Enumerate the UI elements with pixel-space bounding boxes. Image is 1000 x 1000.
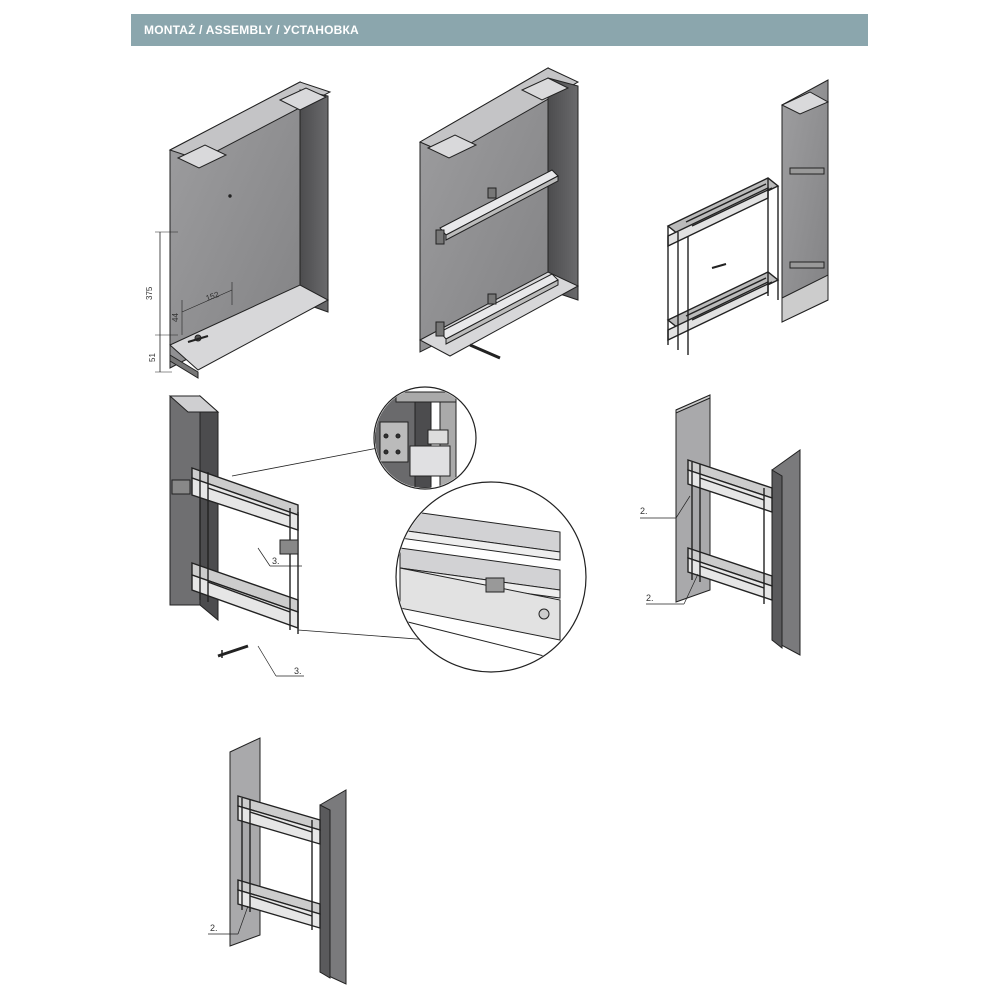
step6-final-assembly [208, 737, 347, 985]
top-block-right [520, 77, 570, 101]
callout-label-2-upper: 2. [640, 506, 648, 516]
step4-basket-installed [168, 394, 431, 677]
detail-circle-rail [395, 481, 587, 673]
step5-basket-between-panels [640, 394, 801, 656]
callout-label-2: 2. [210, 923, 218, 933]
installed-basket [191, 467, 299, 634]
step2-cabinet-with-runners [418, 67, 580, 360]
callout-label-2-lower: 2. [646, 593, 654, 603]
step3-basket-insert [666, 79, 830, 355]
dim-label-height: 375 [145, 286, 154, 300]
step1-cabinet-with-dimensions [155, 81, 332, 379]
callout-label-3-upper: 3. [272, 556, 280, 566]
detail-circle-bracket [373, 386, 477, 490]
section-title: MONTAŻ / ASSEMBLY / УСТАНОВКА [144, 23, 359, 37]
callout-label-3-lower: 3. [294, 666, 302, 676]
pull-out-basket [666, 177, 780, 355]
cabinet-bottom-shelf [169, 284, 330, 371]
top-block-left [176, 144, 228, 169]
cabinet-bottom-front [169, 354, 199, 379]
cabinet-right-side [299, 89, 329, 313]
top-block-right [278, 87, 328, 111]
section-header: MONTAŻ / ASSEMBLY / УСТАНОВКА [131, 14, 868, 46]
top-block-left [426, 134, 478, 159]
cabinet-right-side [547, 77, 579, 301]
dim-label-offset: 44 [171, 313, 180, 322]
dim-label-width: 152 [205, 290, 221, 303]
dim-label-bottom: 51 [148, 353, 157, 362]
